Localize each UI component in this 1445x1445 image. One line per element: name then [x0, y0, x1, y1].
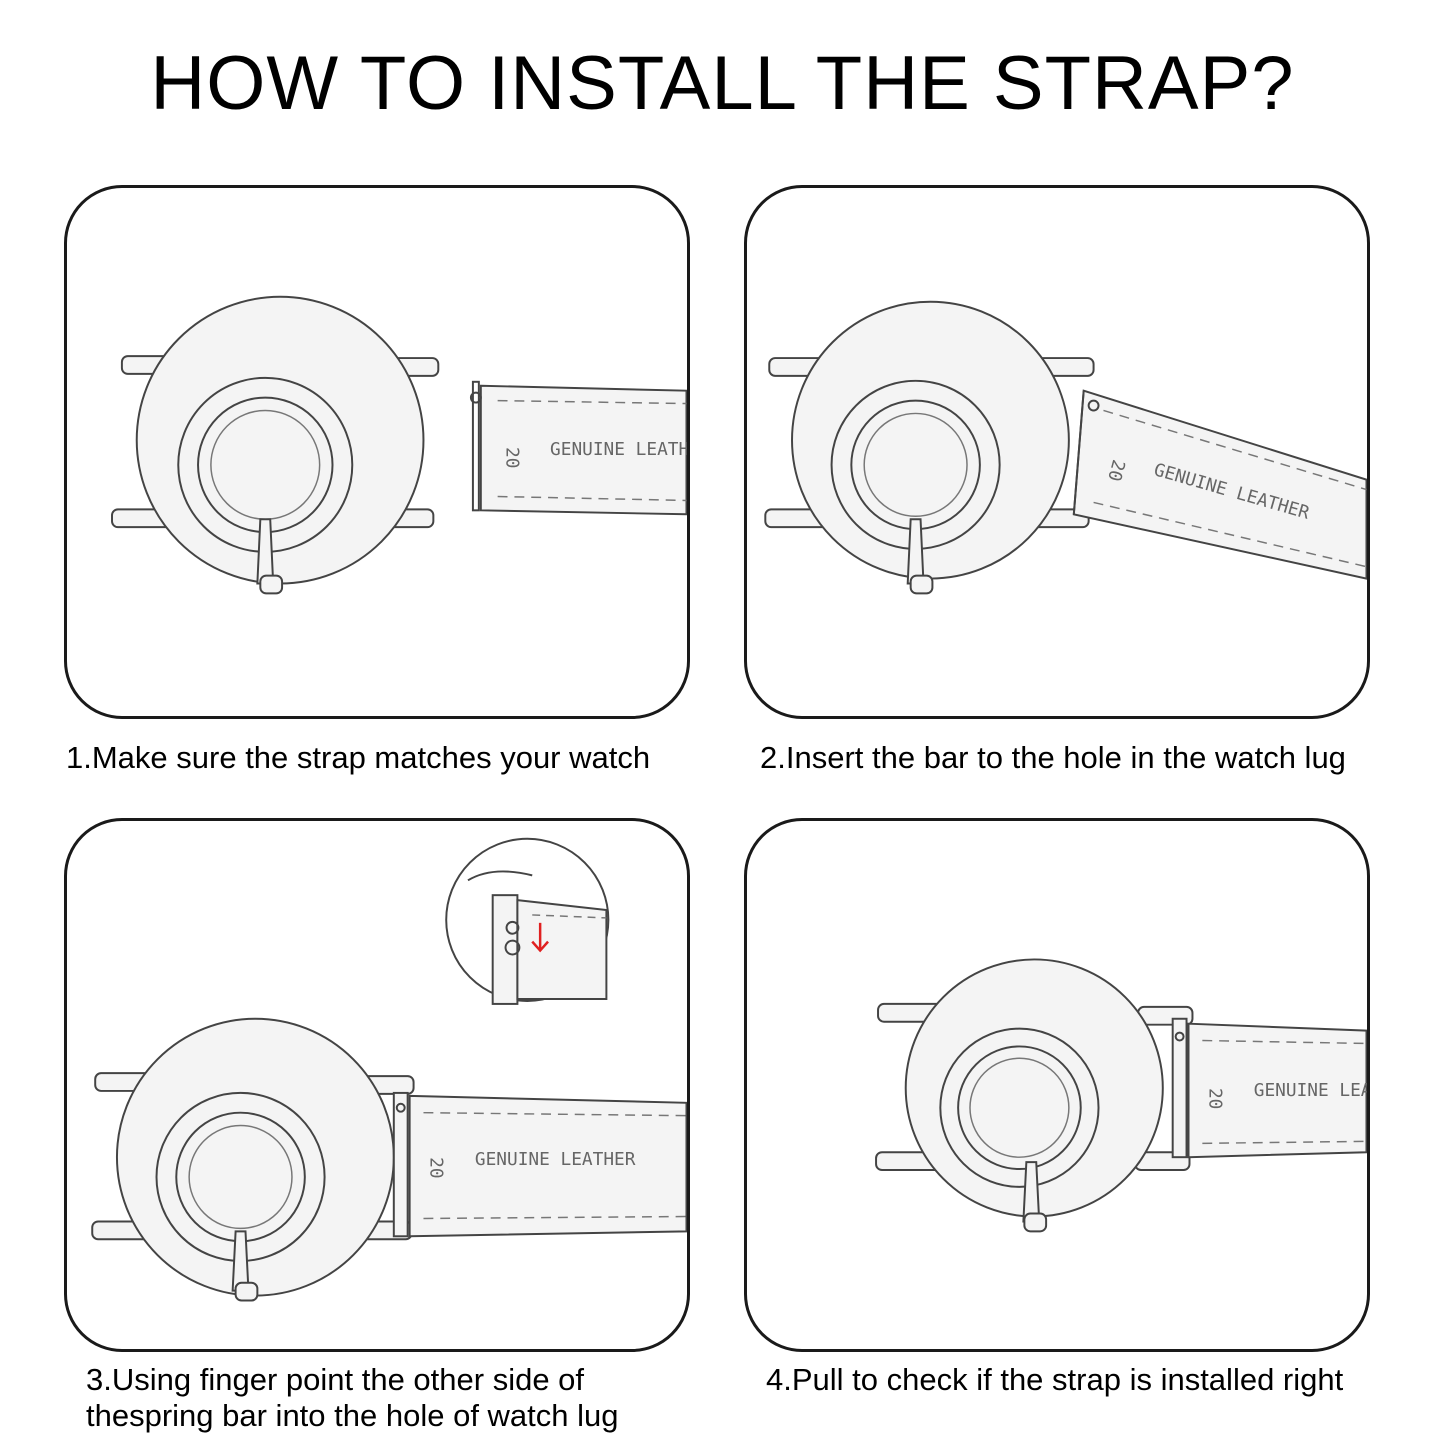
- step-1-caption: 1.Make sure the strap matches your watch: [66, 740, 651, 775]
- strap: 20 GENUINE LEATHER: [392, 1091, 687, 1238]
- strap-size-text: 20: [1204, 1088, 1225, 1109]
- strap-label-text: GENUINE LEATHER: [1254, 1080, 1367, 1101]
- down-arrow-icon: [531, 922, 549, 953]
- watch-case: [111, 295, 440, 595]
- step-4-illustration: 20 GENUINE LEATHER: [875, 958, 1367, 1233]
- step-2-illustration: 20 GENUINE LEATHER: [764, 300, 1367, 595]
- step-3-caption-line2: thespring bar into the hole of watch lug: [86, 1397, 619, 1433]
- step-1-panel: 20 GENUINE LEATHER: [64, 185, 690, 719]
- step-3-caption-line1: 3.Using finger point the other side of: [86, 1362, 585, 1397]
- step-3-panel: 20 GENUINE LEATHER: [64, 818, 690, 1352]
- step-4-panel: 20 GENUINE LEATHER: [744, 818, 1370, 1352]
- step-2-panel: 20 GENUINE LEATHER: [744, 185, 1370, 719]
- watch-case: [875, 958, 1194, 1233]
- step-2-caption: 2.Insert the bar to the hole in the watc…: [760, 740, 1346, 775]
- strap-size-text: 20: [425, 1157, 446, 1178]
- page-title: HOW TO INSTALL THE STRAP?: [150, 41, 1295, 126]
- strap-label-text: GENUINE LEATHER: [550, 439, 687, 460]
- strap: 20 GENUINE LEATHER: [1171, 1017, 1367, 1159]
- watch-case: [764, 300, 1095, 595]
- step-1-illustration: 20 GENUINE LEATHER: [111, 295, 687, 595]
- strap: 20 GENUINE LEATHER: [1072, 389, 1367, 580]
- strap-size-text: 20: [502, 447, 523, 468]
- step-3-illustration: 20 GENUINE LEATHER: [91, 837, 687, 1302]
- step-4-caption: 4.Pull to check if the strap is installe…: [766, 1362, 1344, 1397]
- zoom-inset: [445, 837, 610, 1005]
- step-3-caption: 3.Using finger point the other side of t…: [86, 1362, 619, 1434]
- watch-case: [91, 1017, 415, 1302]
- strap-label-text: GENUINE LEATHER: [475, 1149, 636, 1170]
- strap: 20 GENUINE LEATHER: [469, 380, 687, 516]
